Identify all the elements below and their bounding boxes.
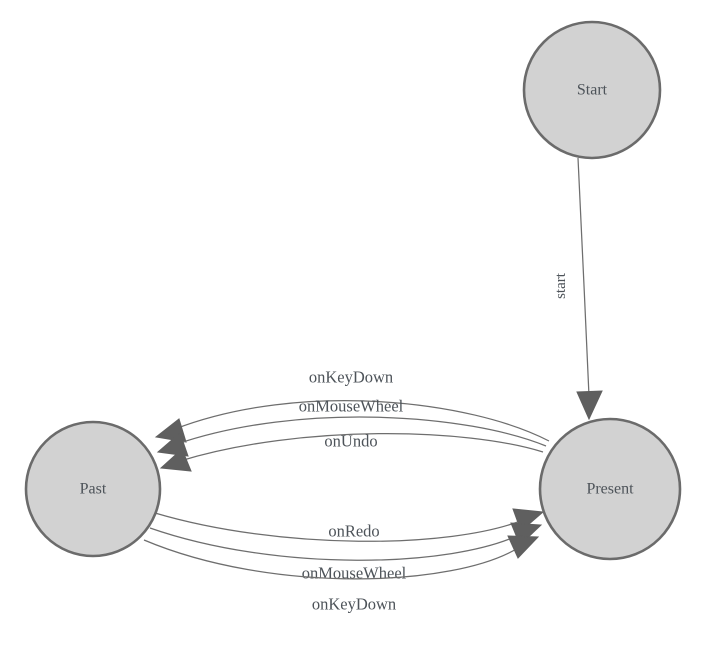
- edge-present-to-past-onundo[interactable]: onUndo: [159, 432, 544, 472]
- node-present-circle: [538, 417, 682, 561]
- node-start-circle: [522, 20, 662, 160]
- edge-label-onkeydown-upper: onKeyDown: [309, 368, 393, 387]
- node-past-label: Past: [80, 481, 107, 498]
- node-start[interactable]: Start: [522, 20, 662, 160]
- edge-start-to-present-line: [577, 157, 590, 397]
- edge-present-to-past-onkeydown-line: [174, 400, 550, 442]
- edge-label-start: start: [553, 272, 569, 299]
- arrowhead-into-present-onkeydown: [507, 535, 540, 559]
- edge-start-to-present[interactable]: start: [553, 157, 603, 421]
- edge-present-to-past-onmousewheel[interactable]: onMouseWheel: [156, 397, 547, 457]
- node-start-label: Start: [577, 82, 608, 99]
- edge-label-onredo: onRedo: [328, 522, 379, 541]
- edge-label-onkeydown-lower: onKeyDown: [312, 595, 396, 614]
- edge-past-to-present-onkeydown-line: [143, 539, 519, 580]
- node-past[interactable]: Past: [24, 420, 162, 558]
- edge-present-to-past-onmousewheel-line: [176, 416, 547, 447]
- edge-past-to-present-onkeydown[interactable]: onKeyDown: [143, 535, 540, 614]
- node-present[interactable]: Present: [538, 417, 682, 561]
- node-past-circle: [24, 420, 162, 558]
- arrowhead-into-past-onundo: [159, 448, 192, 472]
- arrowhead-into-present-start: [576, 390, 603, 421]
- edge-label-onmousewheel-upper: onMouseWheel: [299, 397, 404, 416]
- node-present-label: Present: [586, 481, 634, 498]
- edge-past-to-present-onredo-line: [154, 512, 524, 542]
- edge-past-to-present-onredo[interactable]: onRedo: [154, 508, 545, 542]
- edge-label-onundo: onUndo: [324, 432, 377, 451]
- edge-label-onmousewheel-lower: onMouseWheel: [302, 564, 407, 583]
- edge-present-to-past-onundo-line: [179, 433, 544, 462]
- edge-past-to-present-onmousewheel-line: [149, 527, 522, 561]
